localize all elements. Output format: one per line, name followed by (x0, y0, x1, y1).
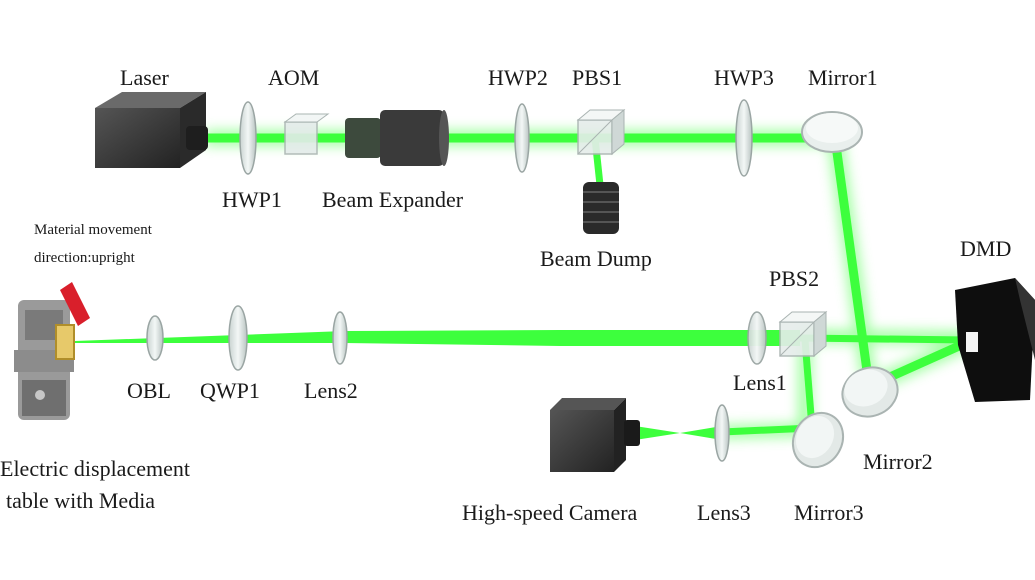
label-pbs1: PBS1 (572, 65, 622, 90)
pbs2-cube (778, 310, 828, 358)
beam-to-sample (75, 330, 800, 346)
beam-expander (345, 110, 449, 166)
material-movement-arrow-icon (60, 282, 90, 326)
label-camera: High-speed Camera (462, 500, 638, 525)
mirror3 (791, 411, 845, 469)
label-material-line1: Material movement (34, 222, 153, 238)
mirror2 (841, 366, 899, 418)
obl-objective-lens (146, 315, 164, 361)
high-speed-camera (550, 398, 640, 472)
label-material-line2: direction:upright (34, 250, 136, 266)
label-lens2: Lens2 (304, 378, 358, 403)
label-mirror1: Mirror1 (808, 65, 878, 90)
label-beam-expander: Beam Expander (322, 187, 464, 212)
label-beam-dump: Beam Dump (540, 246, 652, 271)
label-obl: OBL (127, 378, 171, 403)
label-lens1: Lens1 (733, 370, 787, 395)
label-hwp3: HWP3 (714, 65, 774, 90)
label-hwp2: HWP2 (488, 65, 548, 90)
label-lens3: Lens3 (697, 500, 751, 525)
label-dmd: DMD (960, 236, 1011, 261)
lens1 (747, 311, 767, 365)
lens3 (714, 404, 730, 462)
label-mirror3: Mirror3 (794, 500, 864, 525)
labels: Laser AOM HWP1 Beam Expander HWP2 PBS1 H… (0, 65, 1011, 525)
beam-lens3-to-camera (635, 426, 722, 440)
laser-device (95, 92, 208, 168)
beam-dump (583, 182, 619, 234)
label-laser: Laser (120, 65, 170, 90)
qwp1-waveplate (228, 305, 248, 371)
lens2 (332, 311, 348, 365)
hwp3-waveplate (735, 99, 753, 177)
label-qwp1: QWP1 (200, 378, 260, 403)
dmd-device (955, 278, 1035, 402)
label-aom: AOM (268, 65, 319, 90)
hwp2-waveplate (514, 103, 530, 173)
electric-displacement-table (14, 300, 75, 420)
mirror1 (801, 111, 863, 153)
label-stage-line2: table with Media (6, 488, 155, 513)
label-pbs2: PBS2 (769, 266, 819, 291)
label-mirror2: Mirror2 (863, 449, 933, 474)
pbs1-cube (576, 108, 626, 156)
beam-dmd-to-pbs2 (799, 334, 969, 344)
label-hwp1: HWP1 (222, 187, 282, 212)
hwp1-waveplate (239, 101, 257, 175)
label-stage-line1: Electric displacement (0, 456, 190, 481)
aom-crystal (283, 113, 330, 155)
